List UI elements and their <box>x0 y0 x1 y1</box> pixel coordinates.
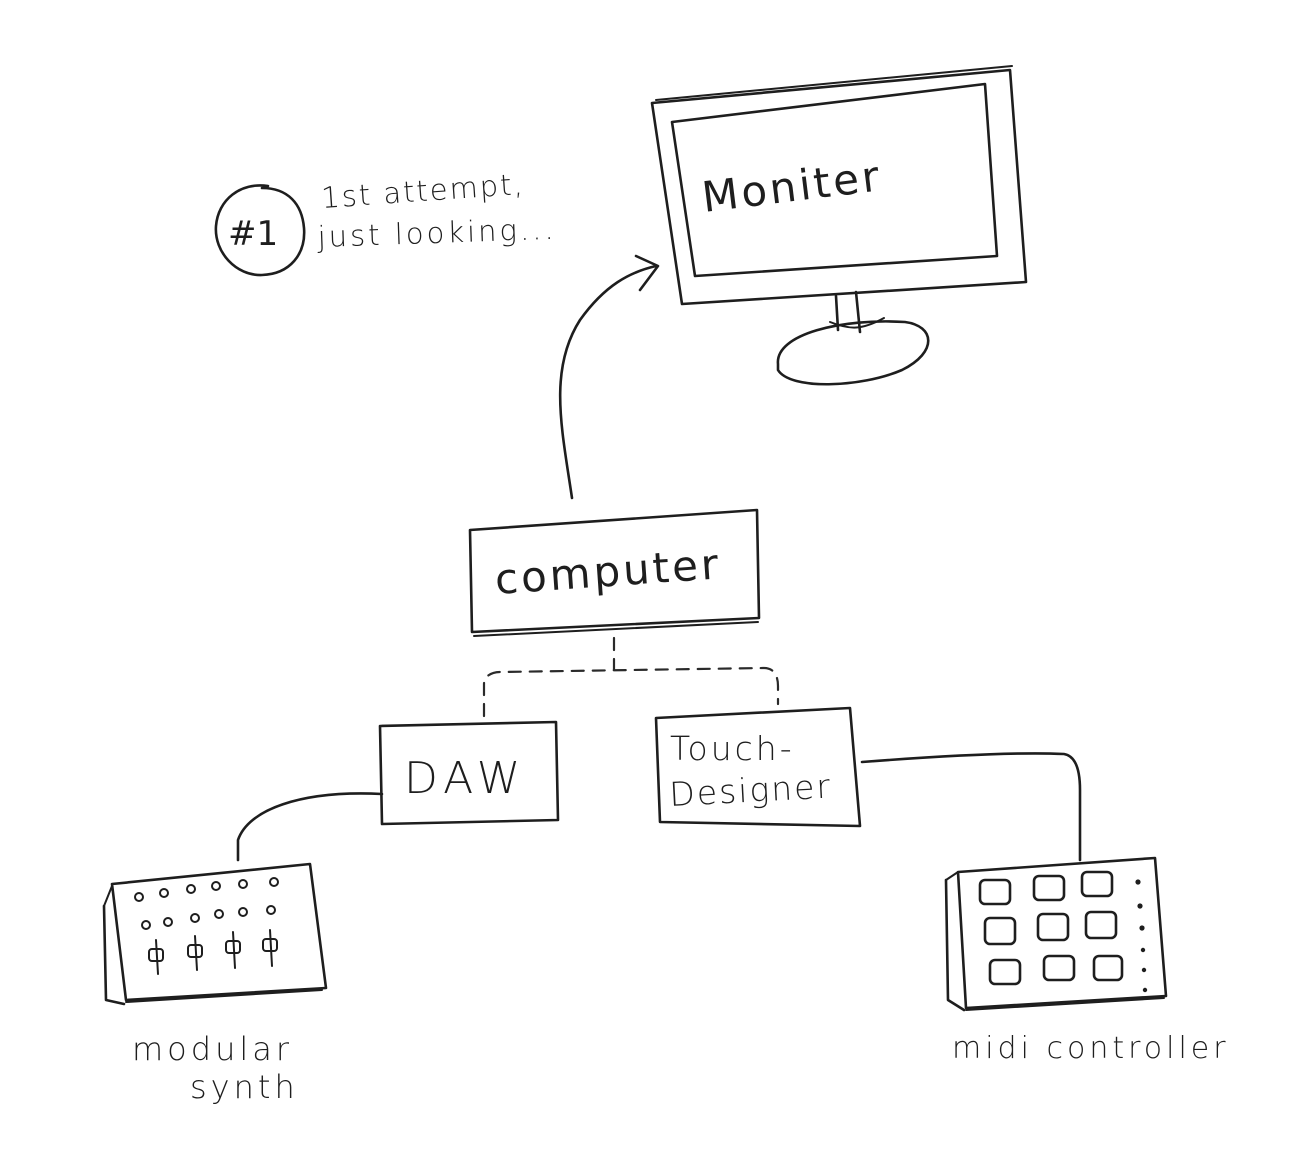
synth-faders <box>148 929 278 975</box>
daw-to-synth-cable <box>236 792 384 862</box>
touchdesigner-to-midi-cable <box>860 752 1082 862</box>
computer-branch-connector <box>482 636 780 718</box>
modular-synth-device: modular synth <box>102 862 328 1106</box>
touchdesigner-node: Touch- Designer <box>654 706 862 828</box>
attempt-note: 1st attempt, just looking... <box>316 167 557 254</box>
computer-to-monitor-arrow <box>558 254 660 500</box>
synth-knobs-row-1 <box>134 877 279 902</box>
monitor-node: Moniter <box>650 65 1028 386</box>
daw-label: DAW <box>404 753 526 804</box>
modular-synth-label-line1: modular <box>132 1030 293 1068</box>
modular-synth-label-line2: synth <box>190 1068 299 1106</box>
midi-controller-device: midi controller <box>944 856 1230 1066</box>
attempt-note-line2: just looking... <box>316 212 557 254</box>
attempt-badge: #1 <box>214 184 306 277</box>
midi-side-buttons <box>1135 879 1148 993</box>
daw-node: DAW <box>378 720 560 826</box>
touchdesigner-label-line1: Touch- <box>670 729 795 768</box>
monitor-label: Moniter <box>699 151 884 222</box>
computer-label: computer <box>493 539 722 604</box>
touchdesigner-label-line2: Designer <box>668 767 832 814</box>
computer-node: computer <box>468 508 761 637</box>
midi-pads <box>978 870 1124 986</box>
synth-knobs-row-2 <box>141 905 276 930</box>
attempt-badge-label: #1 <box>228 214 278 254</box>
midi-controller-label: midi controller <box>952 1031 1230 1066</box>
attempt-note-line1: 1st attempt, <box>320 167 526 215</box>
